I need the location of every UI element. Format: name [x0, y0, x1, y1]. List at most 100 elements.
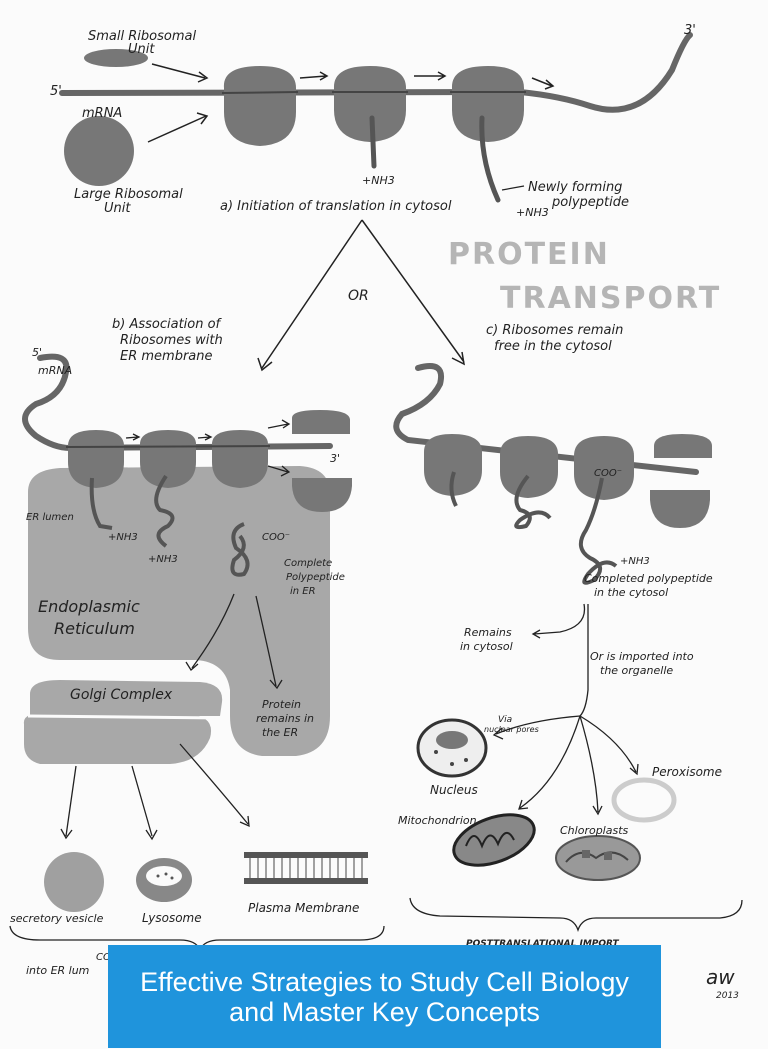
label-complete-er-1: Complete [284, 558, 332, 569]
label-nh3-c: +NH3 [620, 556, 650, 567]
label-complete-er-2: Polypeptide [286, 572, 345, 583]
title-banner: Effective Strategies to Study Cell Biolo… [108, 945, 661, 1048]
label-nh3-b1: +NH3 [108, 532, 138, 543]
label-chloroplasts: Chloroplasts [560, 824, 629, 837]
ribosome-b2 [140, 430, 196, 488]
label-three-prime-b: 3' [330, 452, 340, 465]
ribosome-c2 [500, 436, 558, 498]
bracket-posttranslational [409, 897, 743, 933]
label-remains-cytosol-2: in cytosol [460, 640, 513, 653]
subunit-large-released [292, 478, 352, 512]
polypeptide-b2 [154, 474, 175, 548]
label-remains-cytosol-1: Remains [464, 626, 512, 639]
large-ribosomal-unit [64, 116, 134, 186]
label-nh3-b2: +NH3 [148, 554, 178, 565]
small-ribosomal-unit [84, 49, 148, 67]
label-or: OR [348, 288, 369, 304]
label-signature-2: 2013 [716, 991, 739, 1001]
secretory-vesicle [44, 852, 104, 912]
polypeptide-c1 [449, 471, 458, 507]
label-complete-er-3: in ER [290, 586, 316, 597]
ribosome-a1 [223, 66, 296, 146]
label-er-2: Reticulum [54, 619, 135, 638]
golgi-lower [23, 712, 212, 764]
label-via-nuclear-1: Via [498, 715, 512, 725]
banner-title: Effective Strategies to Study Cell Biolo… [140, 966, 629, 1027]
label-step-c-2: free in the cytosol [494, 339, 612, 354]
label-newly-forming-1: Newly forming [528, 180, 622, 195]
ribosome-b3 [212, 430, 268, 488]
subunit-small-released [292, 410, 350, 434]
subunit-large-free [650, 490, 710, 528]
polypeptide-b1 [89, 477, 113, 530]
label-five-prime-b: 5' [32, 346, 42, 359]
label-five-prime-a: 5' [50, 84, 62, 99]
label-cotranslational-1: CO [96, 952, 111, 963]
label-coo-b: COO⁻ [262, 532, 290, 543]
label-imported-1: Or is imported into [590, 650, 694, 663]
label-newly-forming-2: polypeptide [551, 195, 629, 210]
label-large-ribosomal-2: Unit [104, 201, 131, 216]
label-mrna-b: mRNA [38, 364, 72, 377]
label-large-ribosomal-1: Large Ribosomal [74, 187, 183, 202]
label-secretory-vesicle: secretory vesicle [10, 912, 104, 925]
polypeptide-a2 [369, 115, 377, 169]
label-lysosome: Lysosome [142, 911, 202, 925]
arrow-small-to-ribosome [151, 63, 206, 79]
label-nh3-a1: +NH3 [362, 174, 395, 187]
title-block: PROTEIN TRANSPORT [448, 237, 721, 316]
title-protein: PROTEIN [448, 237, 610, 272]
polypeptide-c3 [578, 477, 618, 585]
label-three-prime-a: 3' [684, 23, 696, 38]
label-imported-2: the organelle [600, 664, 673, 677]
lysosome [136, 858, 192, 902]
label-via-nuclear-2: nuclear pores [484, 725, 539, 734]
label-step-a: a) Initiation of translation in cytosol [220, 199, 452, 214]
section-a-initiation: Small Ribosomal Unit Large Ribosomal Uni… [50, 23, 696, 219]
section-b-er: 5' mRNA 3' ER lumen +NH3 +NH3 COO⁻ Compl… [9, 346, 385, 977]
ribosome-c1 [424, 434, 482, 496]
label-golgi: Golgi Complex [70, 687, 173, 703]
label-step-b-3: ER membrane [120, 349, 213, 364]
polypeptide-a3 [479, 115, 501, 203]
endoplasmic-reticulum-shape [28, 466, 330, 756]
label-coo-c: COO⁻ [594, 468, 622, 479]
label-cotranslational-2: into ER lum [26, 964, 89, 977]
label-step-c-1: c) Ribosomes remain [486, 323, 623, 338]
label-er-lumen: ER lumen [26, 512, 74, 523]
label-small-ribosomal-2: Unit [128, 42, 155, 57]
arrow-large-to-ribosome [147, 115, 207, 143]
mitochondrion [452, 813, 536, 867]
label-completed-cytosol-2: in the cytosol [594, 586, 668, 599]
ribosome-a2 [333, 66, 406, 142]
label-er-1: Endoplasmic [38, 597, 140, 616]
label-signature-1: aw [706, 965, 735, 989]
mrna-strand-c [393, 363, 699, 475]
page-bottom-edge [0, 1049, 768, 1056]
label-mrna-a: mRNA [82, 106, 122, 121]
branch-or: OR b) Association of Ribosomes with ER m… [112, 219, 623, 372]
label-nucleus: Nucleus [430, 783, 478, 797]
ribosome-a3 [451, 66, 524, 142]
polypeptide-c2 [514, 474, 552, 530]
mrna-strand-a [59, 32, 693, 113]
peroxisome [611, 777, 677, 823]
plasma-membrane [244, 852, 368, 884]
label-nh3-a2: +NH3 [516, 206, 549, 219]
label-step-b-1: b) Association of [112, 317, 223, 332]
label-completed-cytosol-1: Completed polypeptide [584, 572, 713, 585]
label-mitochondrion: Mitochondrion [398, 814, 477, 827]
subunit-small-free [654, 434, 712, 458]
section-c-free: COO⁻ +NH3 Completed polypeptide in the c… [393, 363, 743, 1001]
label-protein-remains-er-2: remains in [256, 712, 314, 725]
label-protein-remains-er-3: the ER [262, 726, 298, 739]
golgi-upper [30, 680, 223, 716]
label-step-b-2: Ribosomes with [120, 333, 223, 348]
ribosome-b1 [68, 430, 124, 488]
label-posttranslational: POSTTRANSLATIONAL IMPORT [466, 939, 620, 949]
title-transport: TRANSPORT [500, 281, 721, 316]
polypeptide-b3 [230, 522, 250, 577]
ribosome-c3 [574, 436, 634, 500]
